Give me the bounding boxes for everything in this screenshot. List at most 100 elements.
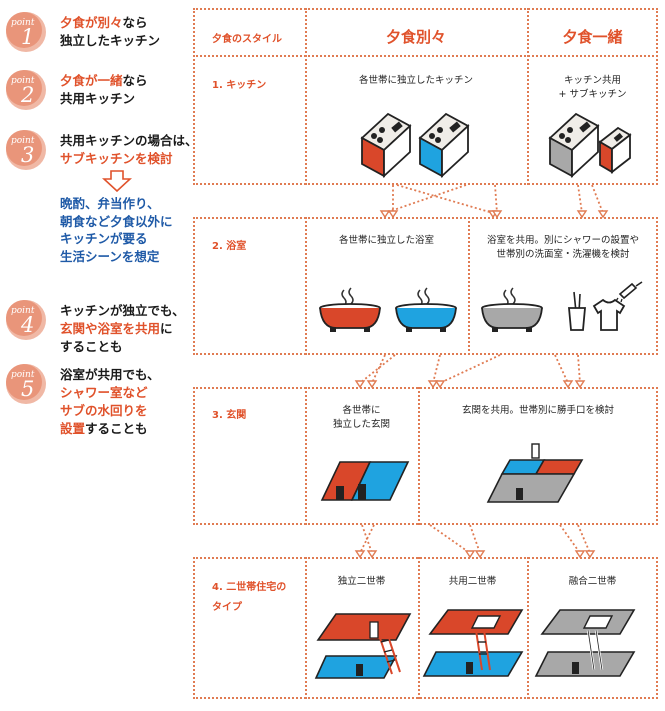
dotted-arrow-icon (379, 184, 467, 219)
point-text-segment: に (160, 321, 173, 336)
caption-entrance-separate: 各世帯に 独立した玄関 (332, 405, 390, 430)
header-kitchen-box (193, 8, 658, 185)
separator (527, 8, 529, 185)
row-label-bath: 2. 浴室 (212, 241, 247, 252)
caption-kitchen-together: キッチン共用 + サブキッチン (558, 75, 627, 100)
dotted-arrow-icon (354, 524, 375, 559)
point-text-segment: することも (60, 339, 123, 354)
highlight-text: サブの水回りを (60, 403, 148, 418)
down-arrow-icon (102, 170, 132, 192)
separator (418, 557, 420, 699)
dotted-arrow-icon (554, 354, 574, 389)
type-merged-icon (534, 609, 636, 677)
caption-bath-separate: 各世帯に独立した浴室 (338, 235, 434, 246)
point-text: 共用キッチンの場合は、サブキッチンを検討 (60, 132, 198, 172)
caption-type-independent: 独立二世帯 (337, 576, 386, 587)
point-text: 夕食が別々なら独立したキッチン (60, 14, 160, 54)
separator (418, 387, 420, 525)
dotted-arrow-icon (577, 524, 596, 559)
point-badge-word: point (11, 370, 35, 380)
dotted-arrow-icon (427, 354, 441, 389)
separator (305, 217, 307, 355)
bathtub-gray-icon (481, 287, 543, 332)
bathtub-blue-icon (395, 287, 457, 332)
point-text-segment: なら (122, 15, 148, 30)
dotted-arrow-icon (591, 184, 609, 219)
point-badge-word: point (11, 76, 35, 86)
caption-type-shared: 共用二世帯 (448, 576, 497, 587)
dotted-arrow-icon (361, 524, 378, 559)
separator (527, 557, 529, 699)
point-text: 夕食が一緒なら共用キッチン (60, 72, 148, 112)
dotted-arrow-icon (429, 524, 476, 559)
highlight-text: 夕食が一緒 (60, 73, 123, 88)
sub-kitchen-icon (598, 126, 632, 174)
point-badge-number: 3 (21, 143, 35, 167)
dotted-arrow-icon (366, 354, 386, 389)
point-badge-number: 1 (21, 25, 35, 49)
type-box (193, 557, 658, 699)
point-text-segment: 独立したキッチン (60, 33, 161, 48)
col-together-heading: 夕食一緒 (562, 28, 623, 46)
separator (305, 387, 307, 525)
dotted-arrow-icon (576, 184, 588, 219)
caption-kitchen-separate: 各世帯に独立したキッチン (358, 75, 473, 86)
col-separate-heading: 夕食別々 (385, 28, 446, 46)
entrance-box (193, 387, 658, 525)
dotted-arrow-icon (559, 524, 586, 559)
point-text-segment: 浴室が共用でも、 (60, 367, 160, 382)
dotted-arrow-icon (491, 184, 503, 219)
scene-text: 晩酌、弁当作り、 朝食など夕食以外に キッチンが要る 生活シーンを想定 (60, 196, 173, 264)
point-badge-number: 2 (21, 83, 35, 107)
separator (305, 557, 307, 699)
shirt-icon (592, 298, 626, 331)
point-text-segment: 共用キッチンの場合は、 (60, 133, 198, 148)
dotted-arrow-icon (396, 184, 499, 219)
row-label-entrance: 3. 玄関 (212, 410, 247, 421)
header-divider (193, 55, 658, 57)
highlight-text: 夕食が別々 (60, 15, 123, 30)
caption-bath-shared: 浴室を共用。別にシャワーの設置や 世帯別の洗面室・洗濯機を検討 (486, 235, 639, 260)
dotted-arrow-icon (469, 524, 486, 559)
separator (305, 8, 307, 185)
row-label-kitchen: 1. キッチン (212, 80, 267, 91)
point-text-segment: することも (85, 421, 148, 436)
highlight-text: 玄関や浴室を共用 (60, 321, 161, 336)
toothbrush-cup-icon (568, 291, 586, 331)
type-independent-icon (314, 613, 412, 679)
dotted-arrow-icon (354, 354, 396, 389)
highlight-text: 設置 (60, 421, 86, 436)
kitchen-gray-icon (548, 112, 600, 179)
caption-type-merged: 融合二世帯 (568, 576, 617, 587)
caption-entrance-shared: 玄関を共用。世帯別に勝手口を検討 (461, 405, 614, 416)
dotted-arrow-icon (387, 185, 399, 219)
separator (468, 217, 470, 355)
point-text-segment: 共用キッチン (60, 91, 136, 106)
header-label: 夕食のスタイル (212, 34, 282, 45)
highlight-text: サブキッチンを検討 (60, 151, 173, 166)
point-text-segment: なら (122, 73, 148, 88)
point-text-segment: キッチンが独立でも、 (60, 303, 185, 318)
point-badge-word: point (11, 306, 35, 316)
type-shared-icon (422, 609, 524, 677)
point-badge-number: 5 (21, 377, 35, 401)
kitchen-red-icon (360, 112, 412, 179)
entrance-shared-icon (486, 443, 584, 503)
point-text: キッチンが独立でも、玄関や浴室を共用にすることも (60, 302, 185, 356)
point-text: 浴室が共用でも、シャワー室などサブの水回りを設置することも (60, 366, 160, 438)
point-badge-word: point (11, 136, 35, 146)
highlight-text: シャワー室など (60, 385, 148, 400)
entrance-separate-icon (320, 461, 410, 501)
dotted-arrow-icon (574, 354, 586, 389)
row-label-type: 4. 二世帯住宅の タイプ (212, 582, 287, 613)
point-badge-word: point (11, 18, 35, 28)
